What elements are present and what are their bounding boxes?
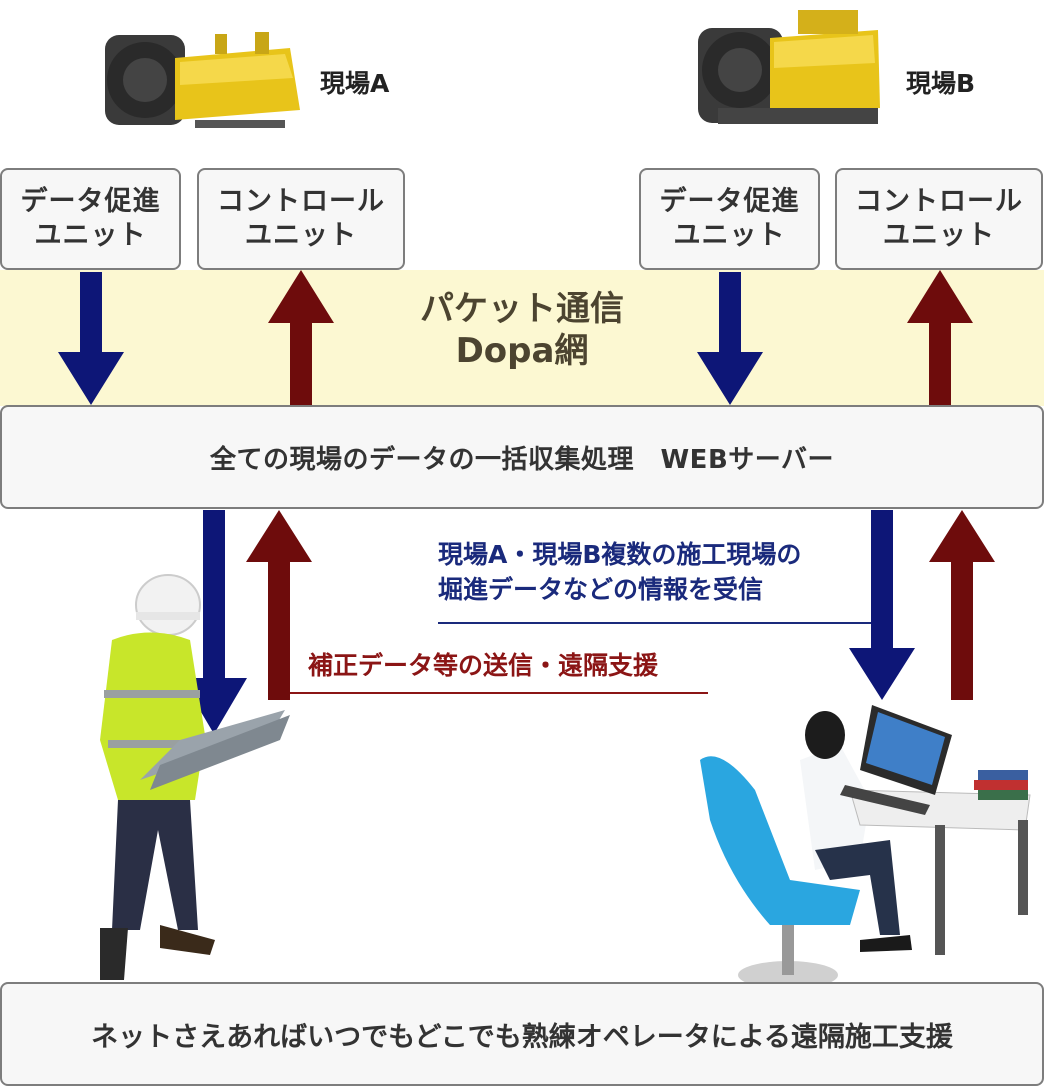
down-arrow-server-to-field bbox=[181, 510, 247, 734]
receive-note-line2: 堀進データなどの情報を受信 bbox=[438, 575, 764, 604]
field-worker-figure bbox=[100, 574, 290, 980]
network-label-line2: Dopa網 bbox=[455, 331, 589, 371]
data-unit-b-line2: ユニット bbox=[673, 220, 786, 251]
data-unit-b: データ促進 ユニット bbox=[639, 168, 820, 270]
control-unit-b-line2: ユニット bbox=[883, 220, 995, 251]
receive-note-line1: 現場A・現場B複数の施工現場の bbox=[438, 540, 802, 569]
send-note: 補正データ等の送信・遠隔支援 bbox=[308, 651, 659, 680]
network-label-line1: パケット通信 bbox=[420, 289, 624, 329]
up-arrow-office-to-server bbox=[929, 510, 995, 700]
up-arrow-control-unit-b bbox=[907, 270, 973, 405]
control-unit-b-line1: コントロール bbox=[855, 186, 1023, 217]
footer-box: ネットさえあればいつでもどこでも熟練オペレータによる遠隔施工支援 bbox=[0, 982, 1044, 1086]
tunnel-boring-machine-b bbox=[698, 10, 880, 124]
receive-note: 現場A・現場B複数の施工現場の 堀進データなどの情報を受信 bbox=[438, 537, 908, 607]
site-b-label: 現場B bbox=[906, 69, 976, 98]
network-label: パケット通信 Dopa網 bbox=[0, 288, 1044, 372]
office-worker-figure bbox=[700, 705, 1031, 989]
down-arrow-data-unit-b bbox=[697, 272, 763, 405]
packet-network-band bbox=[0, 270, 1044, 406]
data-unit-a-line2: ユニット bbox=[34, 220, 147, 251]
data-unit-b-line1: データ促進 bbox=[659, 186, 800, 217]
data-unit-a-line1: データ促進 bbox=[20, 186, 161, 217]
tunnel-boring-machine-a bbox=[105, 32, 300, 128]
up-arrow-field-to-server bbox=[246, 510, 312, 700]
up-arrow-control-unit-a bbox=[268, 270, 334, 405]
site-a-label: 現場A bbox=[320, 69, 390, 98]
web-server-box: 全ての現場のデータの一括収集処理 WEBサーバー bbox=[0, 405, 1044, 509]
control-unit-b: コントロール ユニット bbox=[835, 168, 1043, 270]
send-note-underline bbox=[290, 692, 708, 694]
control-unit-a-line2: ユニット bbox=[245, 220, 357, 251]
down-arrow-data-unit-a bbox=[58, 272, 124, 405]
control-unit-a: コントロール ユニット bbox=[197, 168, 405, 270]
data-unit-a: データ促進 ユニット bbox=[0, 168, 181, 270]
down-arrow-server-to-office bbox=[849, 510, 915, 700]
control-unit-a-line1: コントロール bbox=[217, 186, 385, 217]
receive-note-underline bbox=[438, 622, 874, 624]
